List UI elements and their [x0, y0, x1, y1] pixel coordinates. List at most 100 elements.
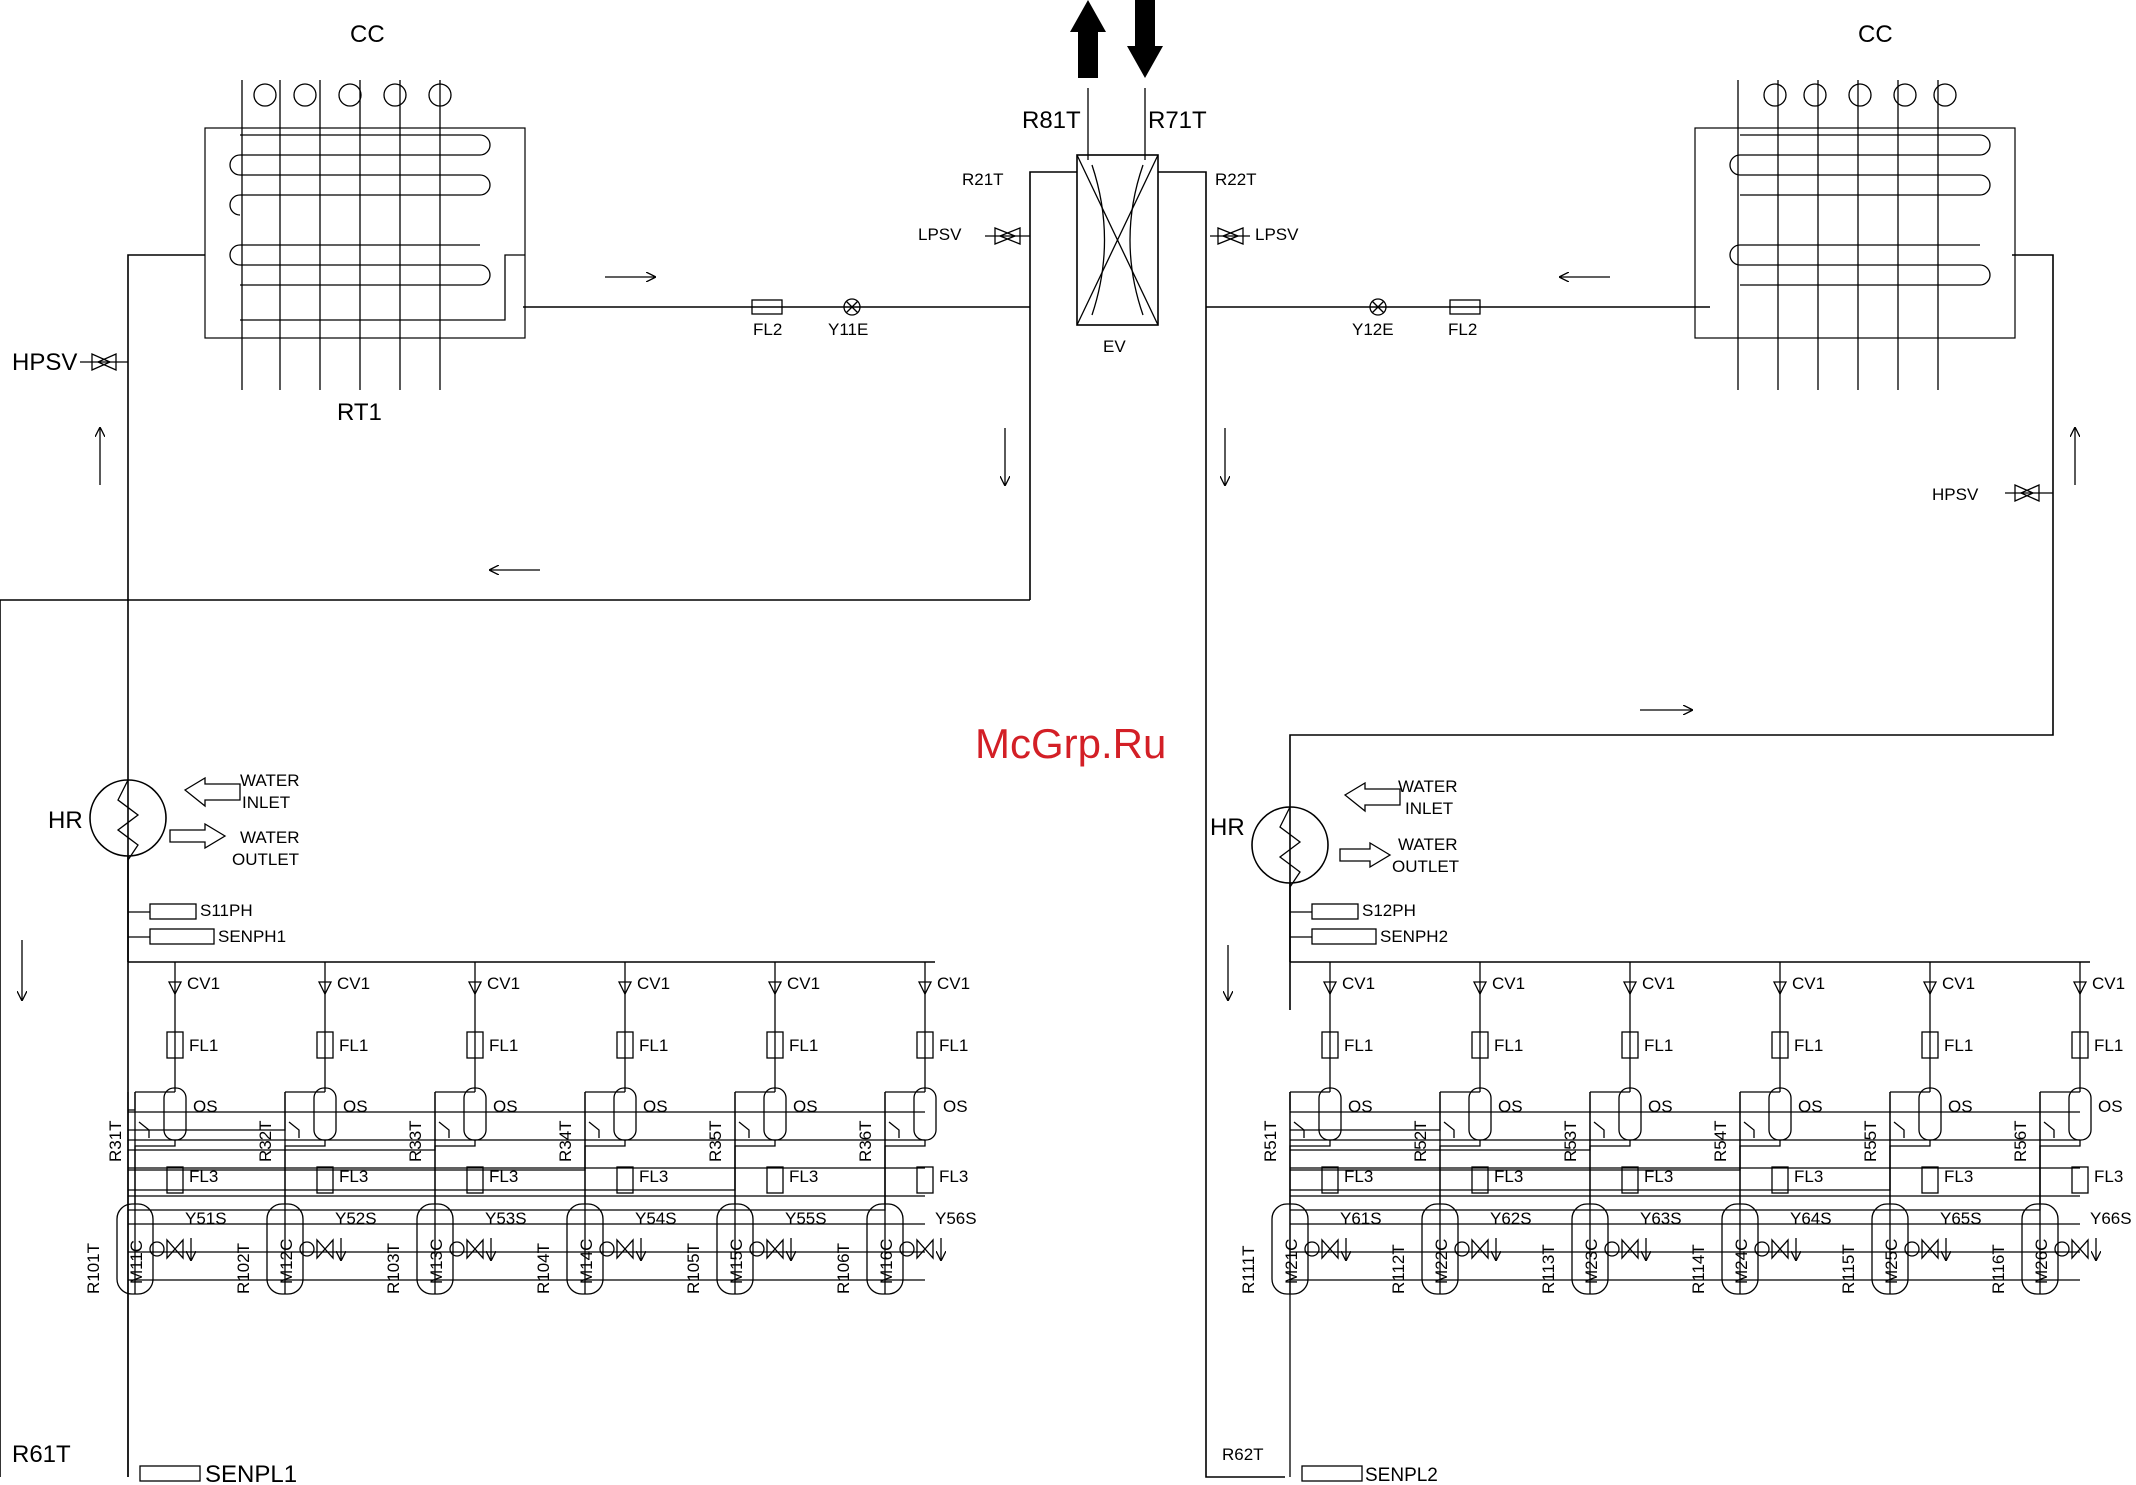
pressure-sensor-icon	[128, 903, 1377, 1482]
suction-temp-label: R113T	[1539, 1244, 1558, 1294]
outlet-sensor-label: R81T	[1022, 107, 1081, 134]
filter-fl1-label: FL1	[2094, 1036, 2123, 1055]
condenser-2	[1694, 80, 2016, 390]
filter-fl3-label: FL3	[2094, 1167, 2123, 1186]
filter-fl3-label: FL3	[939, 1167, 968, 1186]
check-valve-label: CV1	[1492, 974, 1525, 993]
suction-collector	[1289, 1092, 2080, 1477]
check-valve-label: CV1	[187, 974, 220, 993]
s11ph-label: S11PH	[200, 901, 253, 920]
suction-temp-label: R105T	[684, 1243, 703, 1294]
expansion-valve-icon	[843, 298, 1387, 316]
discharge-temp-label: R53T	[1561, 1120, 1580, 1162]
suction-temp-label: R106T	[834, 1243, 853, 1294]
suction-temp-label: R116T	[1989, 1244, 2008, 1294]
oil-separator-label: OS	[1798, 1097, 1823, 1116]
compressor-label: M23C	[1582, 1239, 1601, 1284]
oil-separator-label: OS	[1648, 1097, 1673, 1116]
water-outlet-1-line2: OUTLET	[232, 850, 299, 869]
filter-fl3-label: FL3	[189, 1167, 218, 1186]
check-valve-label: CV1	[1642, 974, 1675, 993]
oil-separator-label: OS	[943, 1097, 968, 1116]
suction-temp-label: R103T	[384, 1243, 403, 1294]
water-inlet-1-line1: WATER	[240, 771, 300, 790]
suction-temp-label: R111T	[1239, 1245, 1258, 1294]
solenoid-valve-label: Y64S	[1790, 1209, 1832, 1228]
filter-fl1-label: FL1	[489, 1036, 518, 1055]
hpsv-valve-icon	[80, 352, 2053, 503]
condenser-1	[204, 80, 526, 390]
filter-fl1-label: FL1	[639, 1036, 668, 1055]
hpsv-1-label: HPSV	[12, 349, 77, 376]
senph2-label: SENPH2	[1380, 927, 1448, 946]
check-valve-label: CV1	[2092, 974, 2125, 993]
compressor-label: M25C	[1882, 1239, 1901, 1284]
oil-separator-label: OS	[1948, 1097, 1973, 1116]
filter-fl3-label: FL3	[639, 1167, 668, 1186]
condenser-2-label: CC	[1858, 21, 1893, 48]
suction-collector	[127, 1092, 925, 1477]
oil-separator-label: OS	[1498, 1097, 1523, 1116]
discharge-temp-label: R56T	[2011, 1120, 2030, 1162]
filter-fl1-label: FL1	[1944, 1036, 1973, 1055]
check-valve-label: CV1	[1342, 974, 1375, 993]
water-outlet-2-line2: OUTLET	[1392, 857, 1459, 876]
check-valve-label: CV1	[337, 974, 370, 993]
flow-arrows	[22, 277, 2075, 1000]
compressor-group-2: CV1FL1OSR51TFL3M21CR111TY61SCV1FL1OSR52T…	[1239, 883, 2132, 1477]
expansion-valve-2-label: Y12E	[1352, 320, 1394, 339]
discharge-temp-label: R31T	[106, 1120, 125, 1162]
expansion-valve-1-label: Y11E	[828, 320, 868, 339]
solenoid-valve-label: Y66S	[2090, 1209, 2132, 1228]
oil-separator-label: OS	[643, 1097, 668, 1116]
discharge-temp-label: R52T	[1411, 1120, 1430, 1162]
discharge-temp-label: R36T	[856, 1120, 875, 1162]
filter-fl1-label: FL1	[1494, 1036, 1523, 1055]
compressor-label: M16C	[877, 1239, 896, 1284]
discharge-temp-label: R33T	[406, 1120, 425, 1162]
suction-temp-label: R115T	[1839, 1244, 1858, 1294]
filter-fl1-label: FL1	[1794, 1036, 1823, 1055]
ev-left-sensor-label: R21T	[962, 170, 1004, 189]
discharge-temp-label: R32T	[256, 1120, 275, 1162]
check-valve-label: CV1	[1792, 974, 1825, 993]
suction-temp-label: R114T	[1689, 1244, 1708, 1294]
solenoid-valve-label: Y63S	[1640, 1209, 1682, 1228]
water-outlet-2-line1: WATER	[1398, 835, 1458, 854]
compressor-group-1: CV1FL1OSR31TFL3M11CR101TY51SCV1FL1OSR32T…	[84, 856, 977, 1477]
suction-temp-label: R104T	[534, 1243, 553, 1294]
filter-fl3-label: FL3	[1944, 1167, 1973, 1186]
fan-icon	[1763, 83, 1957, 107]
oil-separator-label: OS	[343, 1097, 368, 1116]
senpl1-label: SENPL1	[205, 1461, 297, 1485]
compressor-label: M11C	[127, 1240, 146, 1284]
r62t-label: R62T	[1222, 1445, 1264, 1464]
evaporator-label: EV	[1103, 337, 1126, 356]
suction-temp-label: R102T	[234, 1243, 253, 1294]
hr-1-label: HR	[48, 807, 83, 834]
filter-fl3-label: FL3	[1644, 1167, 1673, 1186]
oil-separator-label: OS	[193, 1097, 218, 1116]
discharge-temp-label: R54T	[1711, 1120, 1730, 1162]
compressor-label: M24C	[1732, 1239, 1751, 1284]
compressor-label: M13C	[427, 1239, 446, 1284]
solenoid-valve-label: Y65S	[1940, 1209, 1982, 1228]
compressor-label: M26C	[2032, 1239, 2051, 1284]
coil-1-label: RT1	[337, 399, 382, 426]
inlet-sensor-label: R71T	[1148, 107, 1207, 134]
heat-recovery-1	[89, 776, 241, 861]
water-inlet-2-line1: WATER	[1398, 777, 1458, 796]
check-valve-label: CV1	[1942, 974, 1975, 993]
solenoid-valve-label: Y56S	[935, 1209, 977, 1228]
compressor-label: M21C	[1282, 1239, 1301, 1284]
water-inlet-1-line2: INLET	[242, 793, 290, 812]
heat-recovery-2	[1251, 781, 1401, 888]
filter-icon	[751, 299, 1481, 315]
r61t-label: R61T	[12, 1441, 71, 1468]
